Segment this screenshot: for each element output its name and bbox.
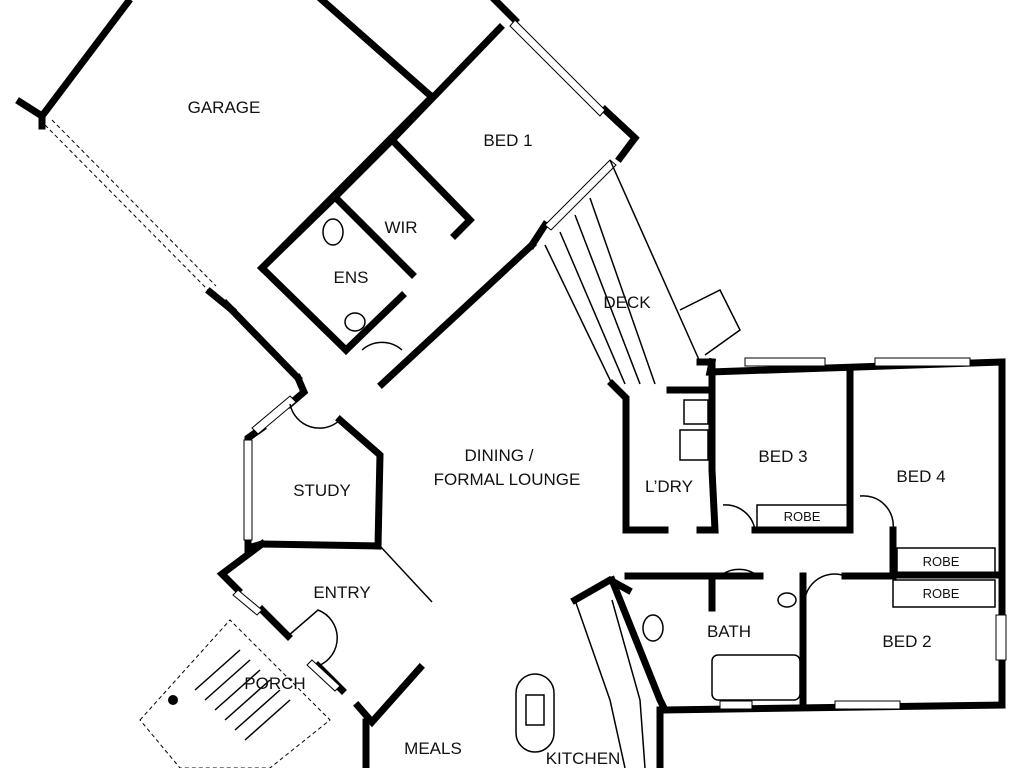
room-label-deck: DECK <box>603 293 651 312</box>
room-label-entry: ENTRY <box>313 583 371 602</box>
room-label-bath: BATH <box>706 622 752 641</box>
room-label-study: STUDY <box>293 481 351 500</box>
room-label-bed1: BED 1 <box>483 131 533 150</box>
room-label-kitchen: KITCHEN <box>545 749 621 768</box>
room-label-porch: PORCH <box>244 674 306 693</box>
room-label-robe-bed4: ROBE <box>922 554 960 569</box>
room-label-bed2: BED 2 <box>882 632 932 651</box>
room-label-formal-lounge: FORMAL LOUNGE <box>433 470 581 489</box>
room-label-dining: DINING / <box>464 446 534 465</box>
fixtures <box>44 119 996 768</box>
room-label-meals: MEALS <box>404 739 462 758</box>
room-label-laundry: L’DRY <box>645 477 693 496</box>
room-label-bed4: BED 4 <box>896 467 946 486</box>
windows <box>225 19 1007 710</box>
room-label-robe-bed2: ROBE <box>922 586 960 601</box>
room-label-ens: ENS <box>333 268 369 287</box>
room-label-wir: WIR <box>384 218 418 237</box>
room-label-garage: GARAGE <box>187 98 261 117</box>
room-label-bed3: BED 3 <box>758 447 808 466</box>
room-label-robe-bed3: ROBE <box>783 509 821 524</box>
walls <box>15 0 1006 768</box>
